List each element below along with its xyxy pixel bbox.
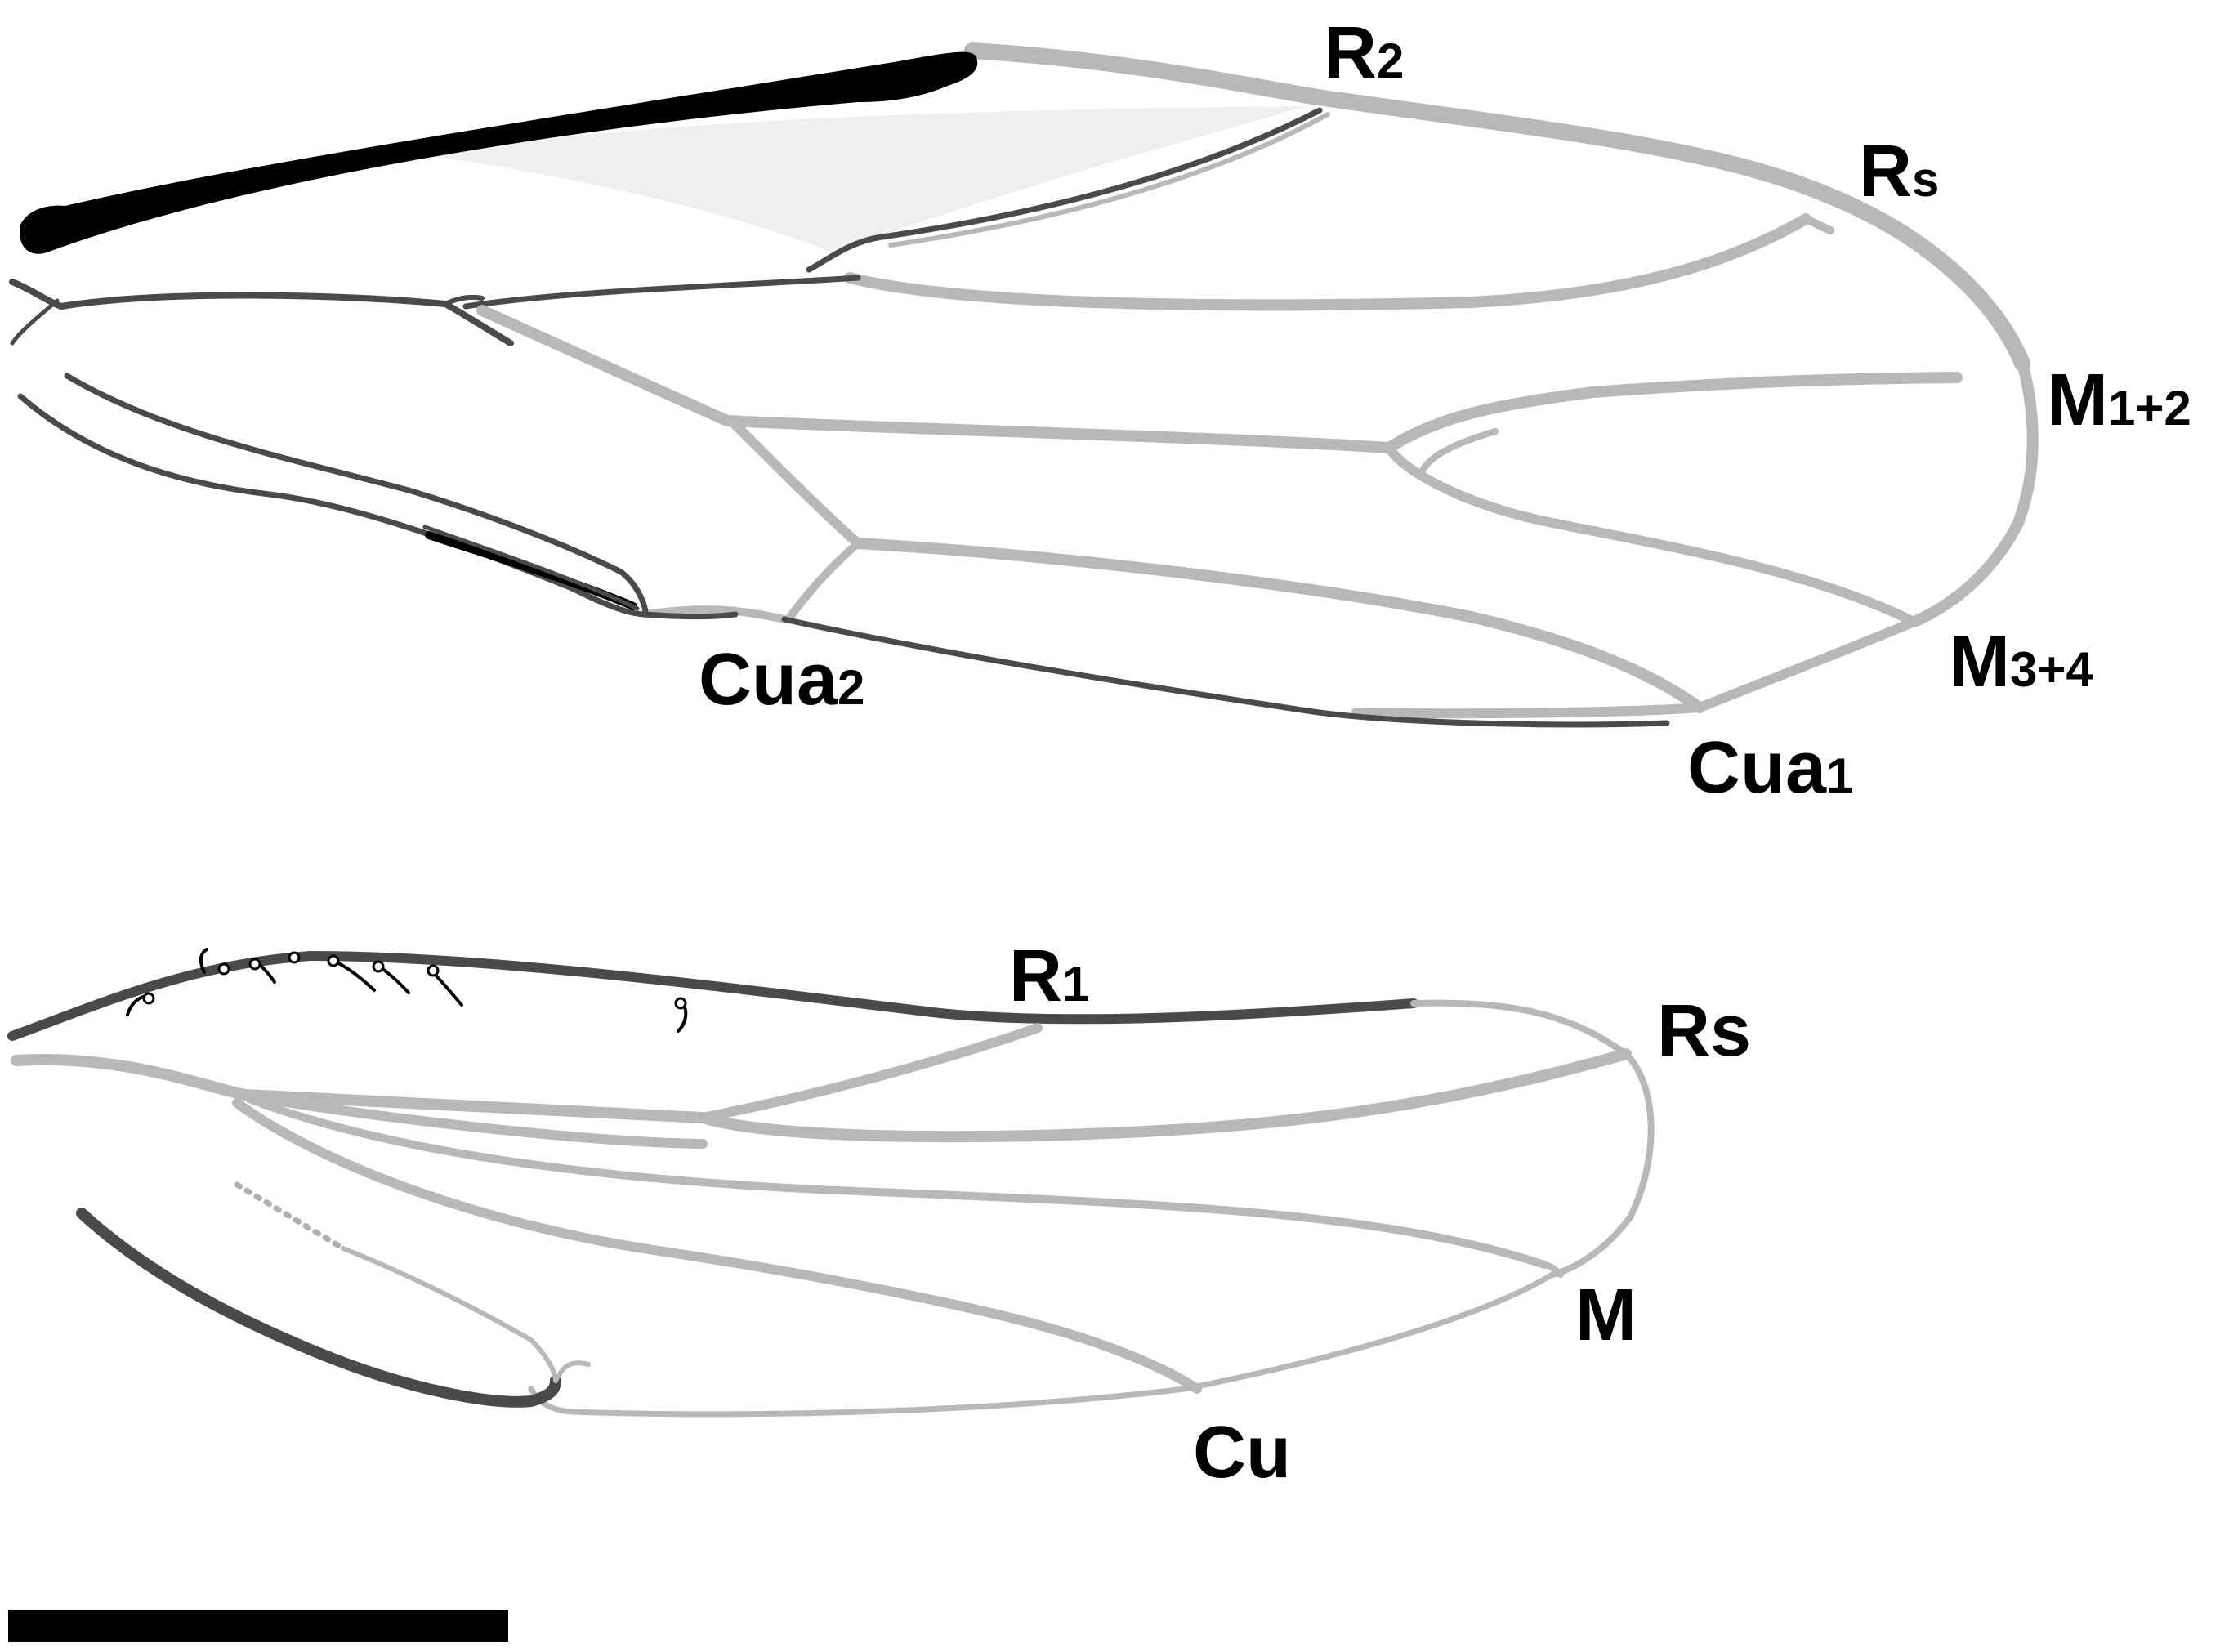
- vein-m-loop: [1418, 428, 1499, 476]
- vein-posterior-dark: [781, 616, 1670, 728]
- seta-base-2: [217, 962, 230, 976]
- vein-hind-r-stem: [11, 1054, 708, 1123]
- label-m12: M1+2: [2047, 359, 2191, 441]
- vein-rs: [844, 213, 1811, 311]
- seta-base-5: [327, 954, 340, 967]
- vein-r2-inner: [888, 112, 1330, 248]
- label-hindwing-cu: Cu: [1193, 1412, 1291, 1493]
- vein-m-stem: [476, 305, 1395, 453]
- seta-base-1: [142, 992, 155, 1005]
- vein-cua1: [852, 538, 1705, 713]
- seta-base-7: [427, 964, 440, 977]
- vein-hind-m: [245, 1095, 1548, 1269]
- seta-base-4: [288, 951, 301, 964]
- vein-hind-rs-upper: [240, 1090, 708, 1149]
- seta-2: [199, 948, 208, 974]
- vein-hind-dotted: [234, 1181, 342, 1249]
- vein-r2: [806, 107, 1323, 273]
- vein-anal-end: [642, 611, 739, 620]
- vein-r-stem: [9, 279, 514, 346]
- forewing-costal-margin: [964, 42, 2030, 372]
- hindwing-costal-margin: [1410, 999, 1655, 1278]
- forewing-shaded-cell: [425, 106, 1307, 253]
- label-cua1: Cua1: [1687, 727, 1853, 809]
- label-hindwing-m: M: [1575, 1275, 1637, 1356]
- vein-hind-jugal-fork: [553, 1360, 591, 1383]
- vein-hind-anal: [76, 1208, 561, 1408]
- forewing-anal-margin-light: [641, 605, 788, 623]
- forewing-posterior-margin: [1351, 616, 1921, 719]
- vein-hind-rs: [697, 1048, 1632, 1143]
- forewing: R2 Rs M1+2 M3+4 Cua1 Cua2: [9, 12, 2191, 809]
- vein-basal-fork: [10, 298, 60, 346]
- hindwing: R1 Rs M Cu: [7, 935, 1751, 1493]
- label-hindwing-rs: Rs: [1657, 990, 1751, 1072]
- vein-hind-cu: [232, 1098, 1202, 1394]
- label-m34: M3+4: [1949, 621, 2093, 703]
- vein-rs-to-margin: [1802, 215, 1834, 234]
- vein-m12: [1383, 372, 1963, 453]
- vein-anal-1: [64, 373, 649, 618]
- scale-bar: [8, 1610, 508, 1642]
- vein-basal-cross: [443, 294, 485, 306]
- label-cua2: Cua2: [699, 639, 864, 721]
- pterostigma: [20, 51, 978, 254]
- hindwing-posterior-margin: [528, 1271, 1556, 1418]
- vein-m-cu-crossvein: [726, 416, 863, 548]
- seta-base-6: [372, 960, 385, 973]
- vein-cua2: [784, 539, 862, 623]
- seta-base-8: [674, 997, 687, 1010]
- vein-hind-m-end: [1541, 1261, 1564, 1278]
- label-forewing-rs: Rs: [1859, 131, 1939, 212]
- label-r2: R2: [1324, 12, 1404, 94]
- vein-anal-2: [17, 393, 649, 618]
- vein-anal-3: [425, 531, 637, 610]
- vein-anal-3-outline: [422, 525, 640, 611]
- label-r1: R1: [1009, 935, 1089, 1017]
- seta-base-3: [248, 958, 261, 971]
- vein-r1: [698, 1023, 1043, 1123]
- hindwing-costa: [7, 951, 1418, 1041]
- vein-r-main: [462, 275, 861, 310]
- vein-hind-jugal: [341, 1246, 558, 1383]
- setae-bases: [142, 951, 687, 1010]
- vein-m34: [1384, 443, 1917, 626]
- forewing-apical-margin: [1910, 358, 2039, 627]
